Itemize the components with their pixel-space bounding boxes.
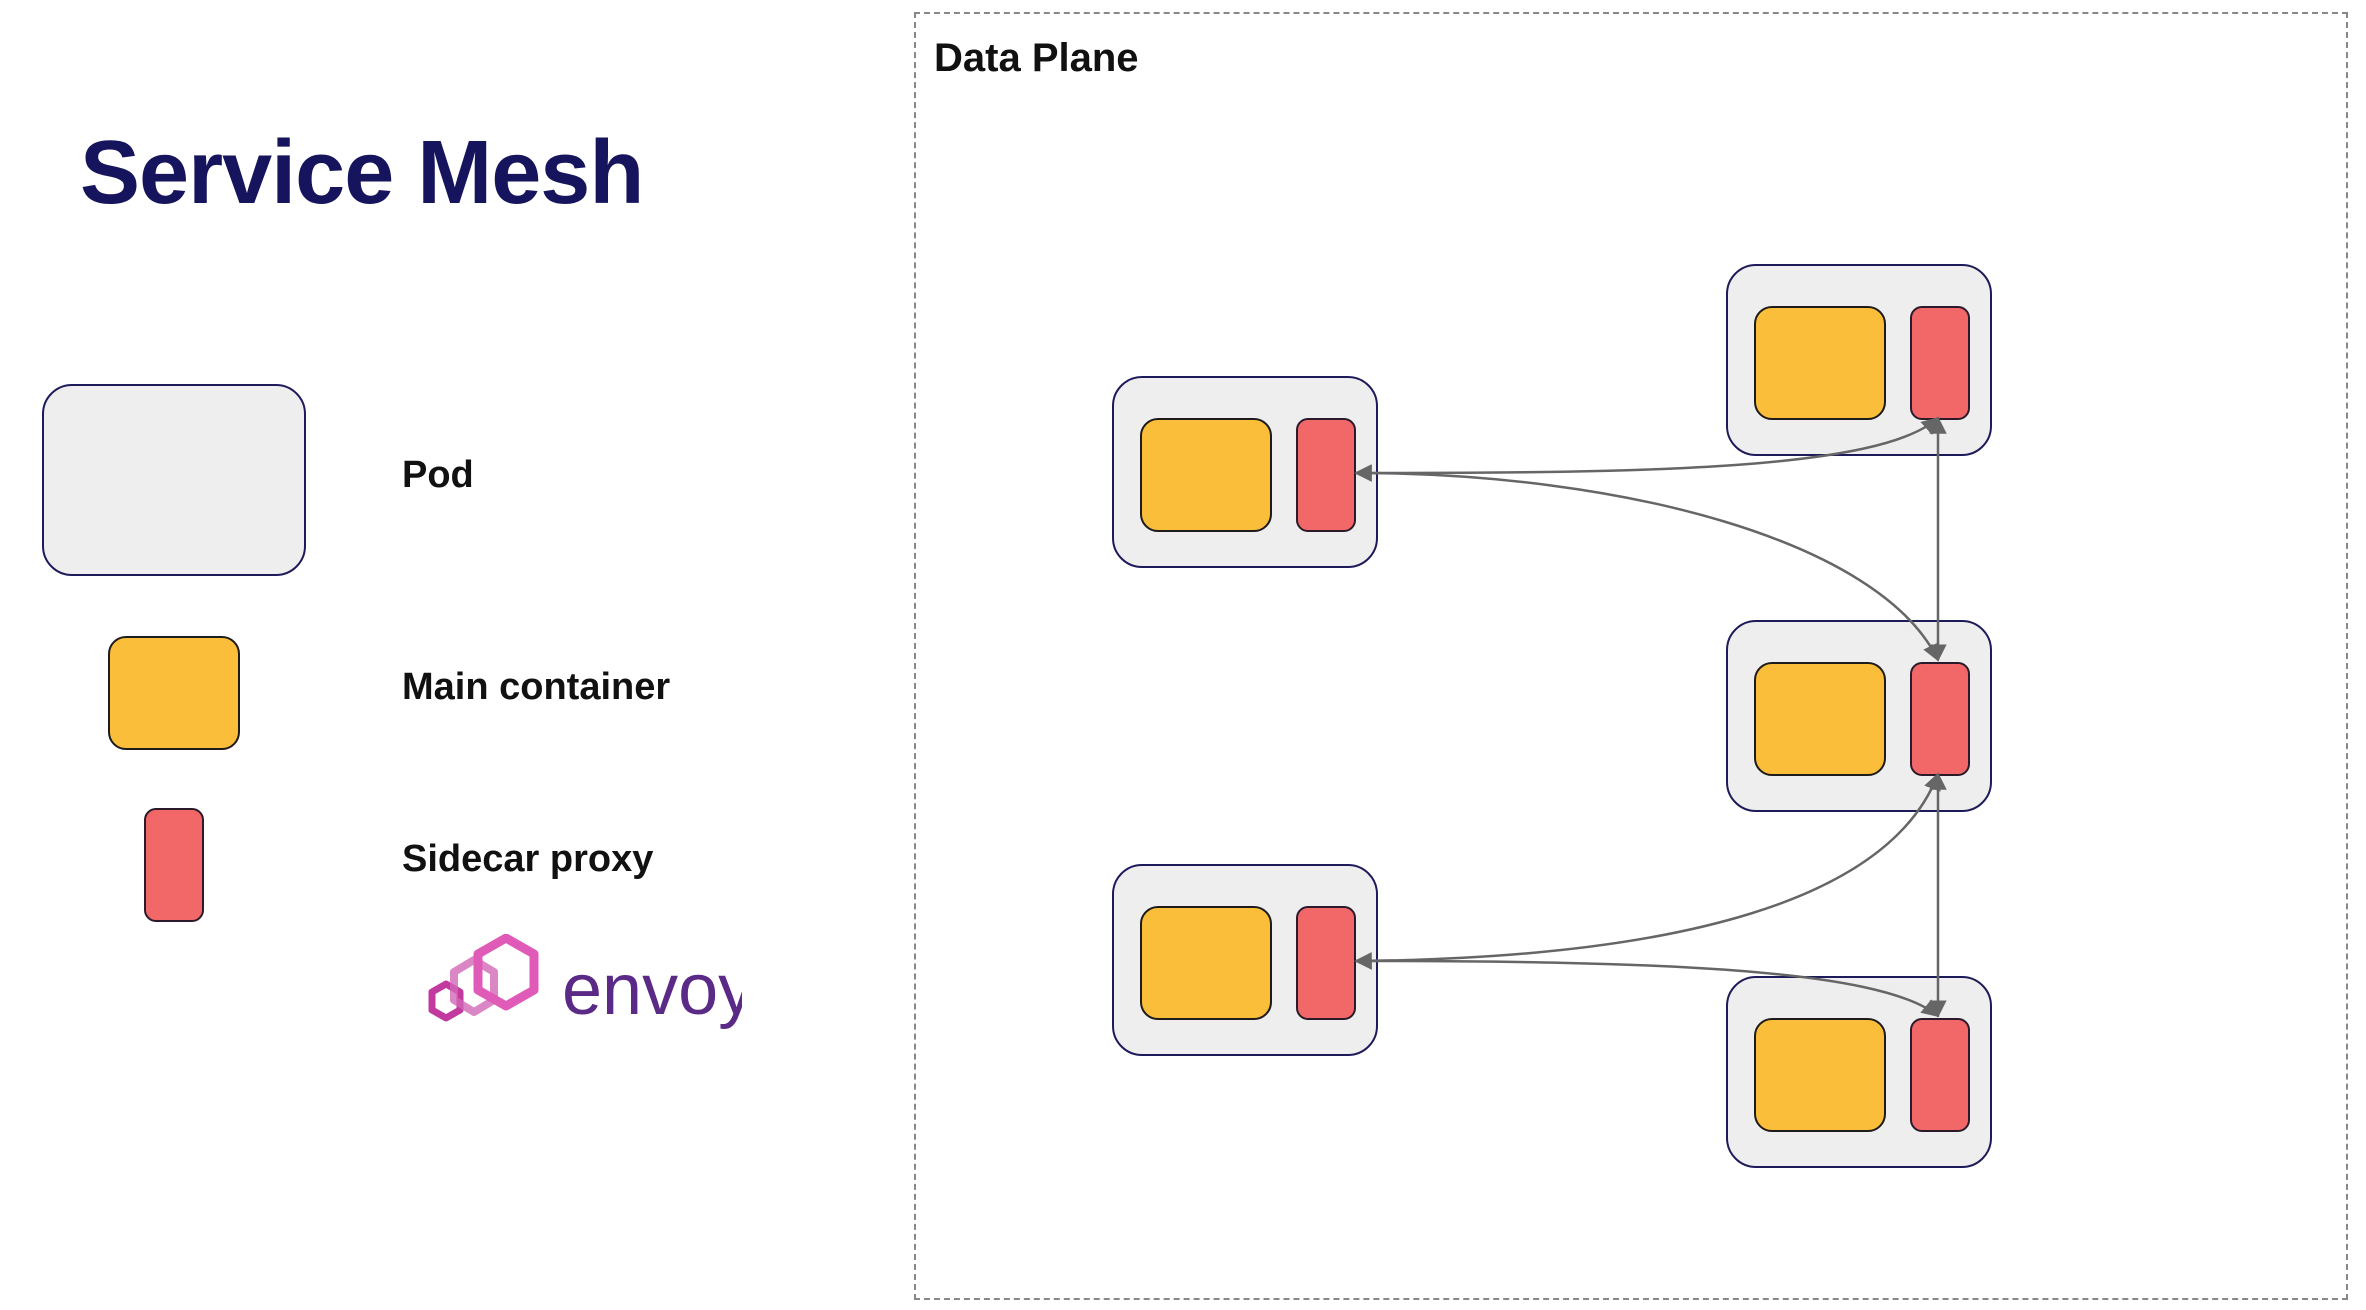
legend-pod-swatch (42, 384, 306, 576)
sidecar-proxy (1910, 306, 1970, 420)
main-container (1140, 418, 1272, 532)
envoy-hex-small-icon (428, 980, 464, 1022)
sidecar-proxy (1910, 662, 1970, 776)
envoy-logo: envoy (428, 934, 742, 1030)
envoy-hex-large-icon (473, 934, 539, 1011)
legend-main-container-swatch (108, 636, 240, 750)
sidecar-proxy (1296, 418, 1356, 532)
main-container (1140, 906, 1272, 1020)
pod-left-top (1112, 376, 1378, 568)
legend-sidecar-proxy-swatch (144, 808, 204, 922)
envoy-wordmark: envoy (562, 950, 742, 1030)
sidecar-proxy (1910, 1018, 1970, 1132)
pod-right-bottom (1726, 976, 1992, 1168)
data-plane-label: Data Plane (934, 36, 1139, 80)
legend-sidecar-proxy-label: Sidecar proxy (402, 838, 654, 880)
data-plane-boundary (914, 12, 2348, 1300)
pod-right-middle (1726, 620, 1992, 812)
sidecar-proxy (1296, 906, 1356, 1020)
legend-main-container-label: Main container (402, 666, 671, 708)
pod-right-top (1726, 264, 1992, 456)
main-container (1754, 1018, 1886, 1132)
main-container (1754, 662, 1886, 776)
page-title: Service Mesh (80, 123, 644, 223)
pod-left-bottom (1112, 864, 1378, 1056)
main-container (1754, 306, 1886, 420)
legend-pod-label: Pod (402, 454, 474, 496)
